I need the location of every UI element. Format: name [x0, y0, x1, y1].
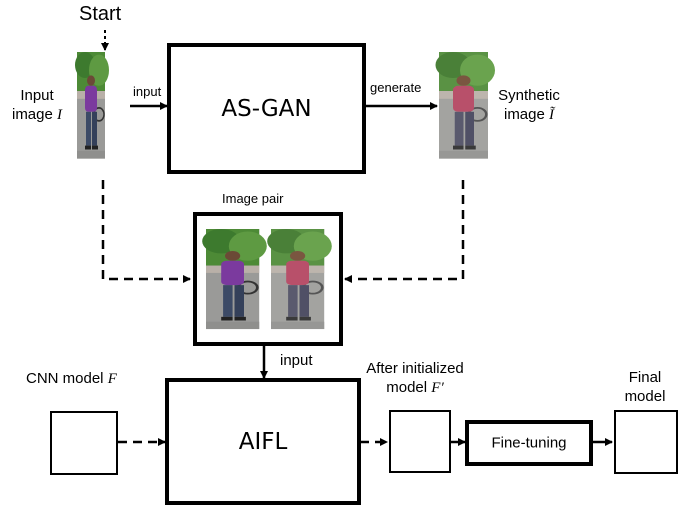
- asgan-box: AS-GAN: [167, 43, 366, 174]
- input-image-var: I: [57, 107, 63, 123]
- synthetic-image-line2: image Ĩ: [503, 106, 555, 123]
- final-model-box: [614, 410, 678, 474]
- aifl-label: AIFL: [238, 428, 288, 455]
- generate-label: generate: [370, 80, 422, 95]
- input-image-line1: Input: [20, 87, 54, 104]
- input-to-pair-dashed: [101, 180, 191, 283]
- cnn-model-box: [50, 411, 118, 475]
- finetuning-label: Fine-tuning: [491, 434, 567, 452]
- final-model-line2: model: [624, 388, 666, 405]
- synthetic-to-pair-dashed: [344, 180, 465, 283]
- input-image-label: Input image I: [4, 86, 70, 125]
- asgan-label: AS-GAN: [221, 95, 312, 122]
- after-init-line2: model F′: [386, 379, 444, 396]
- after-init-label: After initialized model F′: [346, 359, 484, 398]
- input-image-line2: image I: [11, 106, 63, 123]
- pair-input-label: input: [280, 352, 313, 369]
- after-init-var: F′: [431, 380, 444, 396]
- input-arrow-label: input: [133, 84, 162, 99]
- image-pair-box: [193, 212, 343, 346]
- aifl-box: AIFL: [165, 378, 361, 505]
- cnn-model-var: F: [107, 371, 117, 387]
- finetuning-box: Fine-tuning: [465, 420, 593, 466]
- final-model-label: Final model: [605, 368, 685, 406]
- image-pair-label: Image pair: [222, 191, 284, 206]
- input-image-photo: [74, 51, 110, 160]
- after-init-line1: After initialized: [366, 360, 464, 377]
- start-label: Start: [79, 3, 122, 25]
- synthetic-image-label: Synthetic image Ĩ: [489, 86, 569, 125]
- cnn-model-label: CNN model F: [26, 370, 117, 387]
- synthetic-image-var: Ĩ: [549, 107, 555, 123]
- final-model-line1: Final: [628, 369, 662, 386]
- synthetic-image-photo: [434, 50, 497, 160]
- synthetic-image-line1: Synthetic: [498, 87, 560, 104]
- after-init-box: [389, 410, 451, 473]
